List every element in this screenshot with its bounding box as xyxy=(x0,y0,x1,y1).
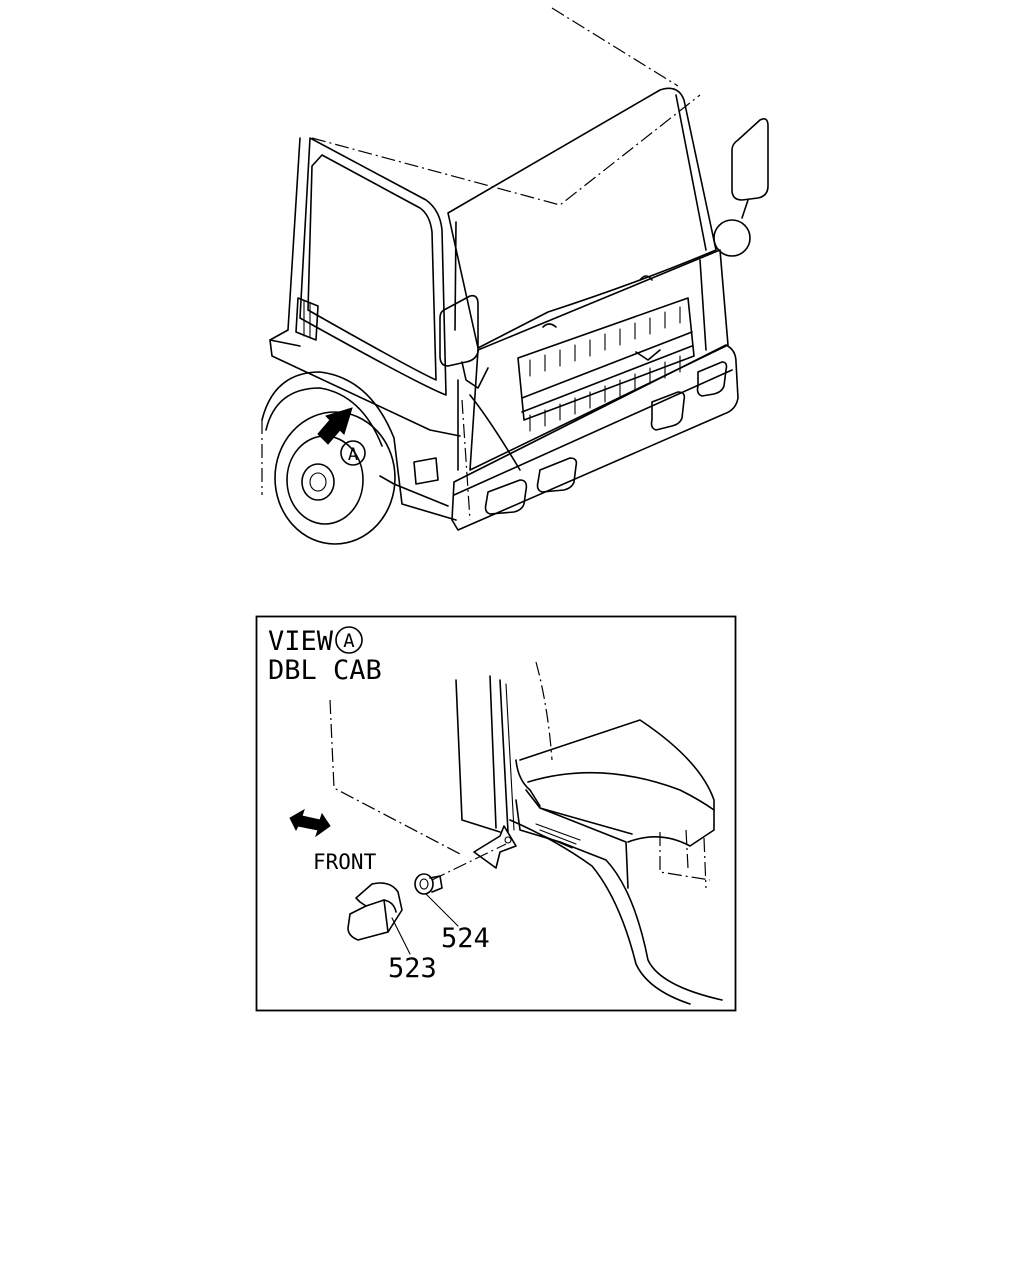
part-523-number: 523 xyxy=(388,953,437,984)
cab-detail-drawing xyxy=(329,661,723,1005)
view-subtitle: DBL CAB xyxy=(268,655,382,686)
detail-view-frame xyxy=(255,615,737,1012)
view-title: VIEW xyxy=(268,626,334,657)
view-title-letter: A xyxy=(343,630,355,652)
truck-cab-drawing: A xyxy=(261,7,769,545)
front-arrow-icon xyxy=(289,808,331,838)
arrow-icon xyxy=(317,407,353,445)
part-524-number: 524 xyxy=(441,923,490,954)
part-523-cap: 523 xyxy=(347,882,437,984)
part-524-clip: 524 xyxy=(414,873,490,954)
detail-view-panel: VIEW A DBL CAB FRONT xyxy=(255,615,737,1012)
grille-slats xyxy=(529,306,681,432)
view-title-circle xyxy=(335,626,363,654)
view-a-callout: A xyxy=(340,440,366,466)
front-direction-label: FRONT xyxy=(313,850,377,874)
callout-letter: A xyxy=(348,445,358,465)
